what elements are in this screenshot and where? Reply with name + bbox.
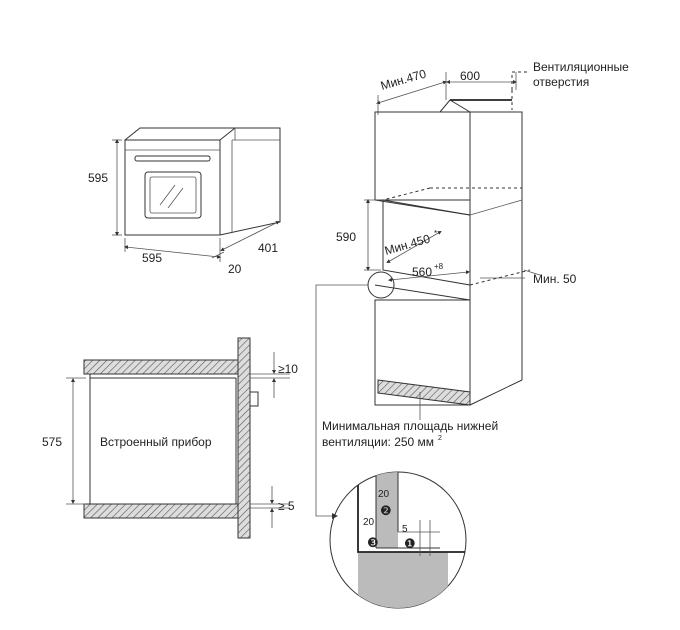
detail-marker-2: ❷ (380, 503, 392, 518)
oven-front-label: 20 (228, 262, 242, 276)
side-gap-label: Мин. 50 (533, 272, 577, 286)
detail-marker-3: ❸ (367, 535, 379, 550)
niche-width-sup: +8 (434, 262, 444, 271)
niche-height-label: 590 (336, 230, 356, 244)
detail-dim-right: 5 (402, 524, 408, 535)
side-section: Встроенный прибор 575 ≥10 ≥ 5 (42, 337, 298, 539)
cabinet-depth-label: 600 (460, 69, 480, 83)
niche-depth-sup: * (434, 229, 437, 238)
oven-drawing: 595 595 401 20 (88, 127, 281, 276)
detail-marker-1: ❶ (404, 536, 416, 551)
cabinet-upper-door (374, 111, 471, 201)
detail-dim-top: 20 (378, 489, 390, 500)
bottom-vent-label-line1: Минимальная площадь нижней (322, 419, 498, 433)
oven-height-label: 595 (88, 171, 108, 185)
top-shelf (83, 359, 241, 375)
cabinet-drawing: Мин.470 600 Вентиляционные отверстия 590 (315, 60, 629, 519)
oven-window (144, 171, 202, 219)
side-height-label: 575 (42, 435, 62, 449)
top-gap-label: ≥10 (278, 362, 298, 376)
oven-width-label: 595 (142, 251, 162, 265)
vent-label-line1: Вентиляционные (533, 60, 629, 74)
bottom-vent (377, 379, 471, 406)
detail-magnifier (367, 271, 395, 299)
niche-width-label: 560 (412, 265, 432, 279)
vent-label-line2: отверстия (533, 75, 589, 89)
bottom-gap-label: ≥ 5 (278, 499, 295, 513)
niche-depth-label: Мин.450 (383, 231, 432, 257)
bottom-vent-label-line2: вентиляции: 250 мм (322, 435, 434, 449)
front-panel (237, 337, 251, 539)
device-label: Встроенный прибор (100, 435, 212, 449)
oven-handle (134, 155, 211, 162)
detail-panel (376, 472, 398, 548)
bottom-shelf (83, 503, 241, 519)
cabinet-lower-door (374, 299, 471, 406)
cabinet-min-depth-label: Мин.470 (379, 66, 428, 92)
oven-depth-label: 401 (258, 241, 278, 255)
detail-dim-left: 20 (363, 517, 375, 528)
detail-view: 20 20 5 ❷ ❸ ❶ (329, 471, 467, 609)
oven-front (124, 139, 221, 236)
bottom-vent-sup: 2 (438, 435, 442, 442)
